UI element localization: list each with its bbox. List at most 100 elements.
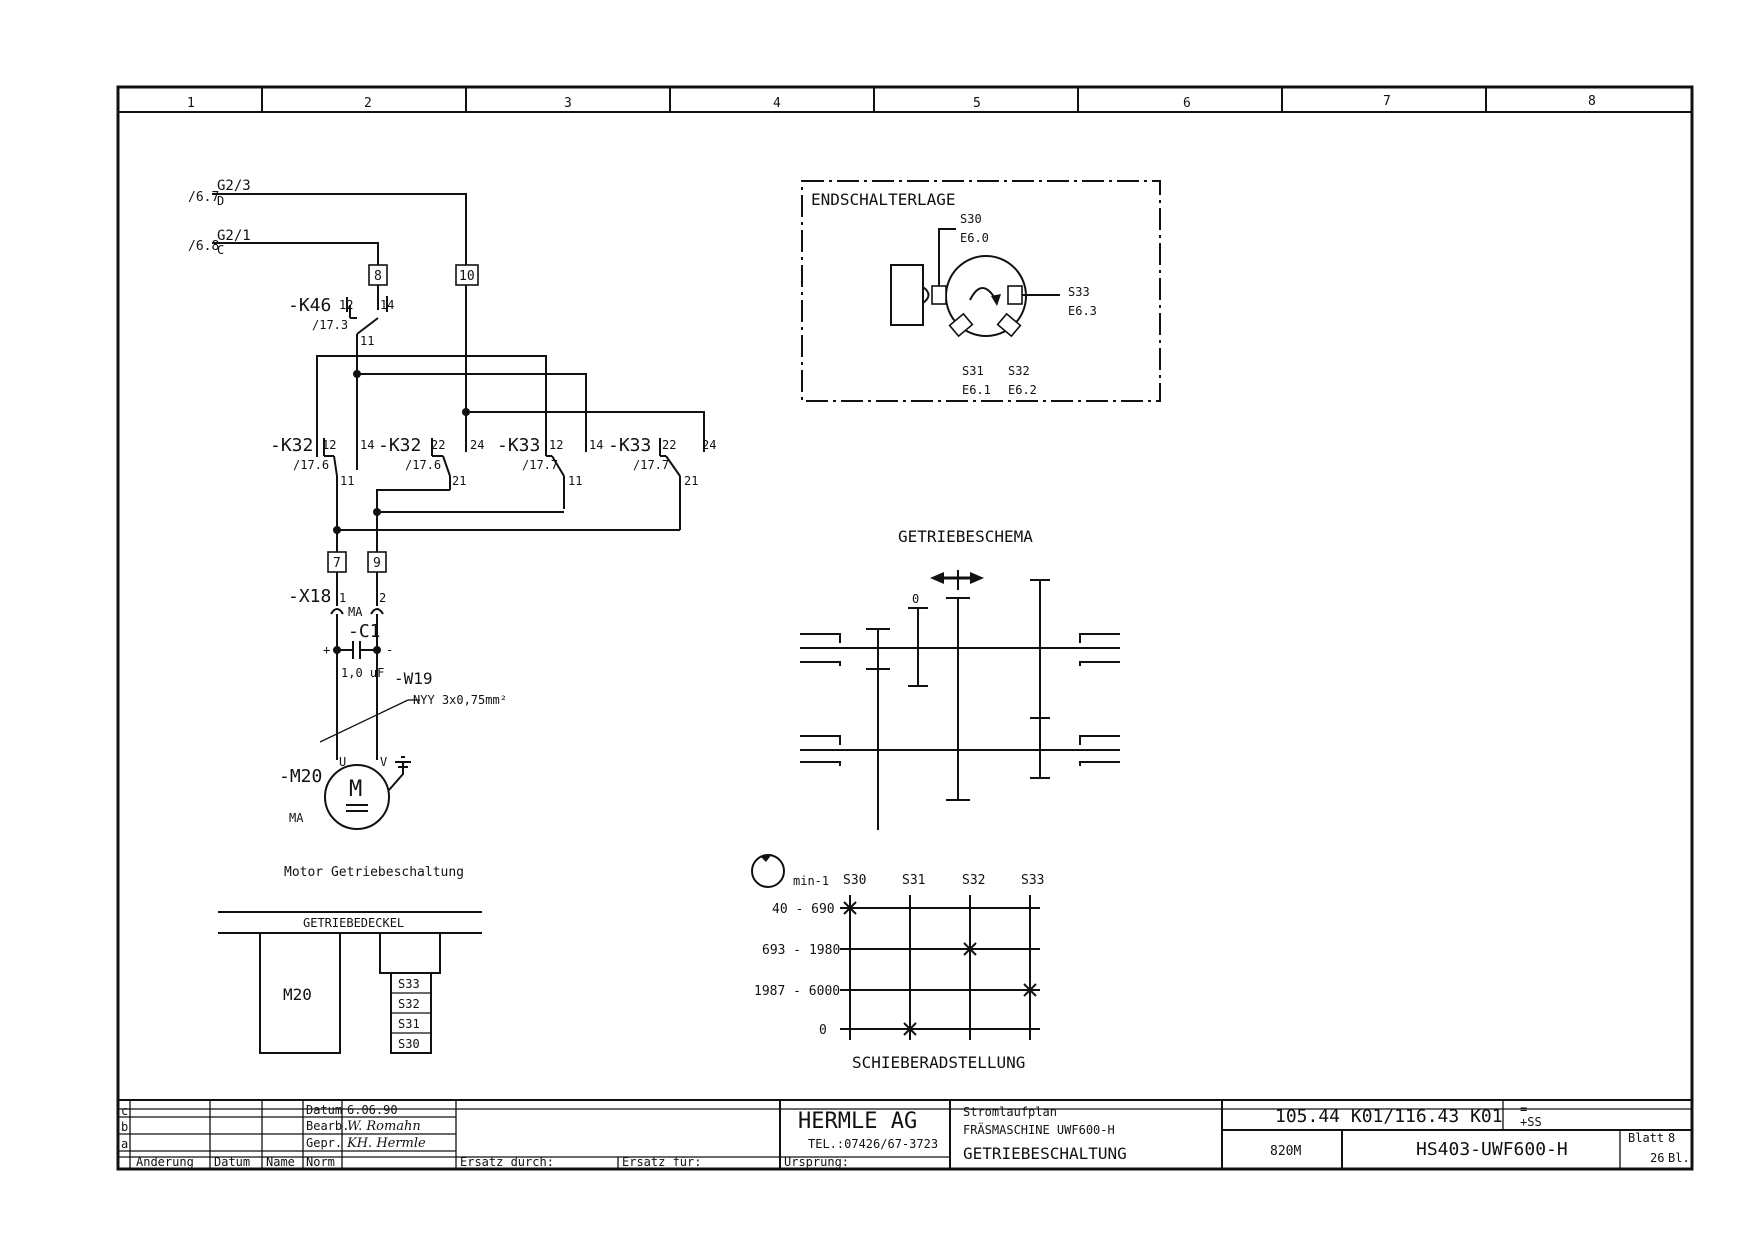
svg-text:S31: S31	[962, 364, 984, 378]
svg-text:1,0 uF: 1,0 uF	[341, 666, 384, 680]
svg-text:c: c	[121, 1104, 128, 1118]
svg-text:/17.6: /17.6	[405, 458, 441, 472]
svg-text:6.06.90: 6.06.90	[347, 1103, 398, 1117]
svg-text:12: 12	[322, 438, 336, 452]
limit-switch-title: ENDSCHALTERLAGE	[811, 190, 956, 209]
svg-text:24: 24	[702, 438, 716, 452]
column-number: 7	[1383, 94, 1391, 109]
svg-text:S30: S30	[960, 212, 982, 226]
svg-text:E6.0: E6.0	[960, 231, 989, 245]
table-row-label: 1987 - 6000	[754, 984, 840, 999]
svg-text:-K33: -K33	[497, 435, 540, 456]
svg-text:820M: 820M	[1270, 1144, 1301, 1159]
svg-text:1: 1	[339, 591, 346, 605]
svg-text:Bl.: Bl.	[1668, 1151, 1690, 1165]
svg-text:-K32: -K32	[270, 435, 313, 456]
gear-cover-title: GETRIEBEDECKEL	[303, 916, 404, 930]
svg-text:24: 24	[470, 438, 484, 452]
svg-text:14: 14	[380, 298, 394, 312]
svg-text:E6.3: E6.3	[1068, 304, 1097, 318]
gear-schematic-title: GETRIEBESCHEMA	[898, 527, 1033, 546]
svg-text:+SS: +SS	[1520, 1115, 1542, 1129]
terminal-9: 9	[367, 551, 387, 573]
svg-text:/6.8: /6.8	[188, 239, 219, 254]
svg-text:U: U	[339, 755, 346, 769]
terminal-8: 8	[368, 264, 388, 286]
svg-text:11: 11	[360, 334, 374, 348]
svg-text:G2/3: G2/3	[217, 178, 251, 194]
svg-text:21: 21	[684, 474, 698, 488]
table-row-label: 693 - 1980	[762, 943, 840, 958]
svg-text:E6.2: E6.2	[1008, 383, 1037, 397]
sliding-gear-title: SCHIEBERADSTELLUNG	[852, 1053, 1025, 1072]
svg-text:-M20: -M20	[279, 766, 322, 787]
terminal-10: 10	[455, 264, 479, 286]
svg-text:min-1: min-1	[793, 874, 829, 888]
svg-text:26: 26	[1650, 1151, 1664, 1165]
column-numbers: 1 2 3 4 5 6 7 8	[187, 94, 1596, 111]
svg-text:-: -	[386, 643, 393, 657]
reference-g23: /6.7 G2/3 D	[188, 178, 251, 208]
svg-text:NYY 3x0,75mm²: NYY 3x0,75mm²	[413, 693, 507, 707]
column-number: 4	[773, 96, 781, 111]
column-number: 8	[1588, 94, 1596, 109]
svg-text:Blatt: Blatt	[1628, 1131, 1664, 1145]
cover-switch-label: S30	[398, 1037, 420, 1051]
svg-text:8: 8	[1668, 1131, 1675, 1145]
svg-text:=: =	[1520, 1102, 1527, 1116]
column-number: 5	[973, 96, 981, 111]
drawing-number: HS403-UWF600-H	[1416, 1139, 1568, 1160]
document-title: GETRIEBESCHALTUNG	[963, 1144, 1127, 1163]
svg-text:+: +	[323, 643, 330, 657]
svg-text:FRÄSMASCHINE UWF600-H: FRÄSMASCHINE UWF600-H	[963, 1122, 1115, 1137]
svg-text:7: 7	[333, 556, 341, 571]
svg-text:Ersatz für:: Ersatz für:	[622, 1155, 701, 1169]
relay-k32-a: -K32 /17.6 12 14 11	[270, 435, 374, 488]
svg-text:Stromlaufplan: Stromlaufplan	[963, 1105, 1057, 1119]
svg-text:Name: Name	[266, 1155, 295, 1169]
table-col-header: S32	[962, 873, 985, 888]
company-name: HERMLE AG	[798, 1109, 917, 1134]
svg-text:Bearb.: Bearb.	[306, 1119, 349, 1133]
motor-labels: -X18 1 2 MA -C1 + - 1,0 uF -W19 NYY 3x0,…	[279, 586, 507, 880]
svg-text:/17.3: /17.3	[312, 318, 348, 332]
svg-text:12: 12	[549, 438, 563, 452]
svg-text:-X18: -X18	[288, 586, 331, 607]
svg-text:a: a	[121, 1137, 128, 1151]
svg-text:-K32: -K32	[378, 435, 421, 456]
cover-m20-label: M20	[283, 985, 312, 1004]
svg-text:S33: S33	[1068, 285, 1090, 299]
column-number: 1	[187, 96, 195, 111]
limit-switch-position: ENDSCHALTERLAGE S30 E6.0 S33 E6.3 S31 E6…	[801, 180, 1161, 402]
svg-text:D: D	[217, 194, 224, 208]
relay-k33-a: -K33 /17.7 12 14 11	[497, 435, 603, 488]
table-row-label: 0	[819, 1023, 827, 1038]
table-col-header: S33	[1021, 873, 1044, 888]
svg-text:-C1: -C1	[348, 621, 381, 642]
svg-text:10: 10	[459, 269, 475, 284]
control-wiring	[212, 193, 705, 552]
svg-text:C: C	[217, 243, 224, 257]
svg-text:Datum: Datum	[306, 1103, 342, 1117]
svg-text:Ersatz durch:: Ersatz durch:	[460, 1155, 554, 1169]
svg-text:KH. Hermle: KH. Hermle	[346, 1136, 426, 1151]
svg-text:E6.1: E6.1	[962, 383, 991, 397]
svg-text:MA: MA	[289, 811, 304, 825]
svg-text:/17.7: /17.7	[522, 458, 558, 472]
svg-text:8: 8	[374, 269, 382, 284]
relay-contact-posts	[323, 297, 705, 456]
table-row-label: 40 - 690	[772, 902, 835, 917]
gear-schematic: GETRIEBESCHEMA 0	[800, 527, 1120, 830]
svg-text:b: b	[121, 1120, 128, 1134]
gear-cover-diagram: GETRIEBEDECKEL M20 S33 S32 S31 S30	[218, 911, 482, 1054]
reference-g21: /6.8 G2/1 C	[188, 228, 251, 257]
svg-text:22: 22	[431, 438, 445, 452]
cover-switch-label: S33	[398, 977, 420, 991]
svg-text:S32: S32	[1008, 364, 1030, 378]
svg-text:11: 11	[568, 474, 582, 488]
table-col-header: S30	[843, 873, 866, 888]
motor-circuit	[319, 572, 420, 830]
relay-k33-b: -K33 /17.7 22 24 21	[608, 435, 716, 488]
svg-text:-W19: -W19	[394, 669, 433, 688]
table-col-header: S31	[902, 873, 925, 888]
